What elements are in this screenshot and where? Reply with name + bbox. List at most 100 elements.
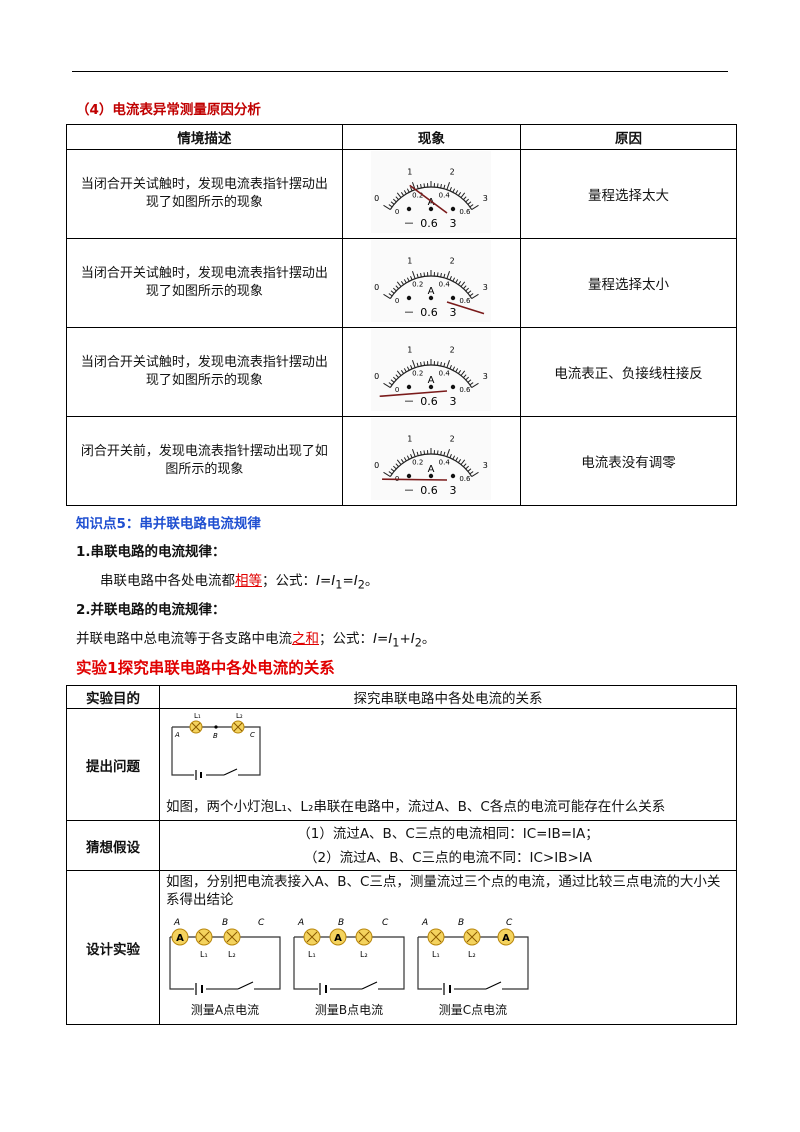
svg-text:3: 3 — [450, 217, 457, 230]
scenario-cell: 当闭合开关试触时，发现电流表指针摆动出现了如图所示的现象 — [66, 238, 343, 328]
svg-text:L₁: L₁ — [308, 950, 316, 959]
design-cell: 如图，分别把电流表接入A、B、C三点，测量流过三个点的电流，通过比较三点电流的大… — [159, 870, 737, 1025]
svg-text:0.4: 0.4 — [439, 191, 451, 199]
svg-text:C: C — [382, 918, 389, 928]
svg-text:L₂: L₂ — [228, 950, 236, 959]
section-title: （4）电流表异常测量原因分析 — [76, 102, 261, 118]
svg-text:A: A — [421, 918, 428, 928]
svg-text:C: C — [506, 918, 513, 928]
question-text: 如图，两个小灯泡L₁、L₂串联在电路中，流过A、B、C各点的电流可能存在什么关系 — [166, 799, 666, 815]
svg-text:A: A — [502, 933, 510, 944]
svg-text:C: C — [258, 918, 265, 928]
question-label: 提出问题 — [66, 708, 160, 821]
svg-text:1: 1 — [408, 346, 413, 355]
cause-cell: 电流表没有调零 — [520, 416, 737, 506]
svg-text:0: 0 — [395, 297, 399, 305]
svg-text:A: A — [176, 933, 184, 944]
svg-text:0.6: 0.6 — [421, 306, 439, 319]
knowledge-point-title: 知识点5：串并联电路电流规律 — [76, 516, 261, 532]
svg-text:0.6: 0.6 — [421, 484, 439, 497]
series-heading: 1.串联电路的电流规律： — [76, 544, 226, 560]
hypothesis-cell: （1）流过A、B、C三点的电流相同：IC=IB=IA； （2）流过A、B、C三点… — [159, 820, 737, 871]
svg-text:0.6: 0.6 — [460, 208, 472, 216]
experiment-table: 实验目的 探究串联电路中各处电流的关系 提出问题 L₁ L₂ A B C — [66, 685, 737, 1025]
cause-cell: 电流表正、负接线柱接反 — [520, 327, 737, 417]
parallel-heading: 2.并联电路的电流规律： — [76, 602, 226, 618]
hypothesis-1: （1）流过A、B、C三点的电流相同：IC=IB=IA； — [297, 825, 599, 842]
svg-text:0.6: 0.6 — [460, 386, 472, 394]
circuit-caption: 测量A点电流 — [190, 1003, 260, 1017]
svg-text:L₂: L₂ — [236, 712, 243, 720]
parallel-keyword: 之和 — [292, 631, 319, 647]
col-header-scenario: 情境描述 — [66, 124, 343, 150]
svg-text:A: A — [428, 286, 435, 297]
svg-text:3: 3 — [483, 461, 488, 470]
svg-text:0: 0 — [375, 372, 380, 381]
hypothesis-2: （2）流过A、B、C三点的电流不同：IC>IB>IA — [303, 849, 592, 866]
experiment-title: 实验1探究串联电路中各处电流的关系 — [76, 659, 335, 677]
svg-text:L₁: L₁ — [432, 950, 440, 959]
cause-cell: 量程选择太大 — [520, 149, 737, 239]
svg-text:L₁: L₁ — [194, 712, 201, 720]
svg-text:0.6: 0.6 — [460, 297, 472, 305]
parallel-text-pre: 并联电路中总电流等于各支路中电流 — [76, 631, 292, 647]
svg-text:0.2: 0.2 — [413, 191, 424, 199]
svg-text:1: 1 — [408, 435, 413, 444]
svg-text:B: B — [458, 918, 464, 928]
parallel-text-post: ；公式： — [319, 631, 373, 647]
svg-text:0.6: 0.6 — [421, 395, 439, 408]
table-row: 闭合开关前，发现电流表指针摆动出现了如图所示的现象 012300.20.40.6… — [66, 416, 737, 506]
cause-cell: 量程选择太小 — [520, 238, 737, 328]
header-rule — [72, 71, 728, 72]
svg-text:0: 0 — [375, 461, 380, 470]
svg-text:0.6: 0.6 — [460, 475, 472, 483]
svg-text:1: 1 — [408, 257, 413, 266]
svg-text:A: A — [428, 197, 435, 208]
series-keyword: 相等 — [235, 573, 262, 589]
svg-text:2: 2 — [450, 435, 455, 444]
circuit-c-diagram: A A B C L₁ L₂ — [414, 913, 532, 999]
parallel-rule-text: 并联电路中总电流等于各支路中电流之和；公式：I=I1+I2。 — [76, 631, 436, 650]
svg-text:B: B — [213, 732, 218, 740]
svg-text:A: A — [428, 464, 435, 475]
svg-text:0.4: 0.4 — [439, 458, 451, 466]
svg-text:0: 0 — [395, 208, 399, 216]
svg-text:3: 3 — [483, 283, 488, 292]
svg-text:L₂: L₂ — [468, 950, 476, 959]
svg-text:0.6: 0.6 — [421, 217, 439, 230]
svg-text:2: 2 — [450, 168, 455, 177]
svg-text:－: － — [404, 484, 415, 497]
svg-text:L₁: L₁ — [200, 950, 208, 959]
svg-text:A: A — [173, 918, 180, 928]
circuit-caption: 测量B点电流 — [314, 1003, 384, 1017]
hypothesis-label: 猜想假设 — [66, 820, 160, 871]
col-header-phenomenon: 现象 — [341, 124, 522, 150]
svg-text:0.2: 0.2 — [413, 458, 424, 466]
svg-text:－: － — [404, 217, 415, 230]
scenario-cell: 当闭合开关试触时，发现电流表指针摆动出现了如图所示的现象 — [66, 327, 343, 417]
svg-text:3: 3 — [483, 372, 488, 381]
series-rule-text: 串联电路中各处电流都相等；公式：I=I1=I2。 — [100, 573, 379, 592]
svg-text:3: 3 — [483, 194, 488, 203]
svg-text:－: － — [404, 306, 415, 319]
svg-text:L₂: L₂ — [360, 950, 368, 959]
purpose-label: 实验目的 — [66, 685, 160, 709]
design-label: 设计实验 — [66, 870, 160, 1025]
purpose-value: 探究串联电路中各处电流的关系 — [159, 685, 737, 709]
series-text-post: ；公式： — [262, 573, 316, 589]
svg-text:－: － — [404, 395, 415, 408]
svg-text:0.2: 0.2 — [413, 369, 424, 377]
